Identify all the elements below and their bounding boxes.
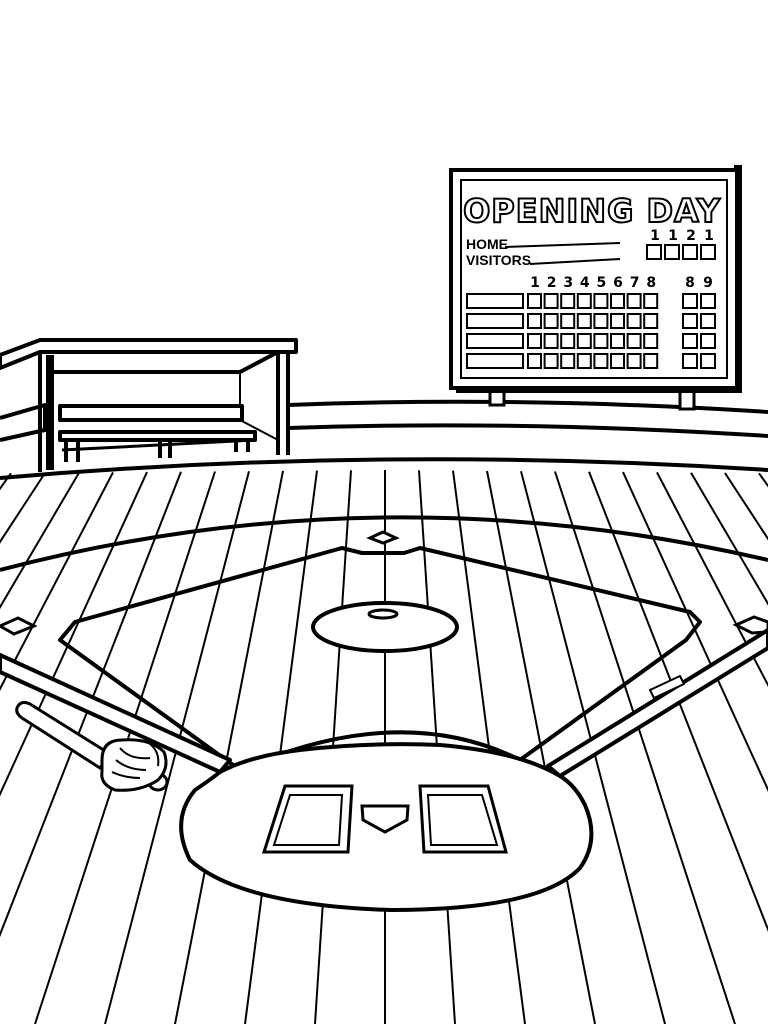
- pitchers-mound: [311, 601, 459, 653]
- inning-score-box: [560, 293, 576, 309]
- dugout: [0, 338, 298, 472]
- grass-stripe: [0, 471, 114, 691]
- inning-score-box: [643, 313, 659, 329]
- inning-score-box: [593, 353, 609, 369]
- totals-header-number: 1: [668, 228, 678, 244]
- scoreboard-title: OPENING DAY: [463, 192, 721, 230]
- grass-stripe: [554, 471, 736, 1024]
- inning-score-box: [593, 313, 609, 329]
- team-name-box: [466, 293, 524, 309]
- inning-score-box: [527, 333, 542, 349]
- inning-score-box: [560, 333, 576, 349]
- third-base: [0, 616, 38, 636]
- grass-stripe: [588, 471, 768, 933]
- grass-stripe: [244, 470, 318, 1024]
- inning-score-box: [626, 333, 642, 349]
- extra-score-box: [700, 353, 716, 369]
- inning-score-box: [576, 313, 592, 329]
- totals-header-number: 1: [650, 228, 660, 244]
- inning-score-box: [626, 313, 642, 329]
- inning-score-box: [527, 313, 542, 329]
- extra-score-box: [682, 353, 698, 369]
- inning-score-box: [610, 313, 625, 329]
- inning-score-box: [626, 293, 642, 309]
- inning-number: 1: [530, 275, 540, 291]
- inning-score-box: [560, 353, 576, 369]
- baseball-glove-icon: [100, 738, 168, 792]
- inning-score-box: [576, 333, 592, 349]
- outfield-wall: [0, 399, 768, 480]
- home-label: HOME: [466, 236, 508, 252]
- extra-inning-number: 8: [685, 275, 695, 291]
- extra-score-box: [700, 313, 716, 329]
- grass-stripe: [622, 471, 768, 793]
- inning-score-box: [610, 333, 625, 349]
- grass-stripe: [690, 472, 768, 606]
- inning-number: 4: [580, 275, 590, 291]
- grass-stripe: [758, 472, 768, 488]
- inning-score-box: [610, 353, 625, 369]
- dugout-bench: [58, 404, 257, 462]
- home-plate-icon: [360, 804, 410, 834]
- inning-score-box: [593, 333, 609, 349]
- grass-stripe: [486, 470, 596, 1024]
- inning-score-box: [643, 353, 659, 369]
- inning-number: 2: [547, 275, 557, 291]
- inning-score-box: [626, 353, 642, 369]
- team-name-box: [466, 353, 524, 369]
- inning-score-box: [610, 293, 625, 309]
- second-base: [366, 530, 400, 545]
- grass-stripe: [174, 470, 284, 1024]
- extra-inning-number: 9: [703, 275, 713, 291]
- team-name-box: [466, 313, 524, 329]
- inning-score-box: [560, 313, 576, 329]
- grass-stripe: [0, 472, 46, 544]
- inning-number: 3: [563, 275, 573, 291]
- inning-score-box: [576, 353, 592, 369]
- extra-score-box: [700, 333, 716, 349]
- grass-stripe: [0, 471, 148, 797]
- totals-box: [646, 244, 662, 260]
- score-grid: [466, 293, 716, 369]
- grass-stripe: [656, 471, 768, 688]
- inning-score-box: [543, 313, 559, 329]
- inning-number: 8: [646, 275, 656, 291]
- totals-box: [664, 244, 680, 260]
- totals-box: [682, 244, 698, 260]
- extra-score-box: [700, 293, 716, 309]
- totals-box: [700, 244, 716, 260]
- extra-score-box: [682, 293, 698, 309]
- extra-score-box: [682, 333, 698, 349]
- inning-number: 6: [613, 275, 623, 291]
- inning-score-box: [576, 293, 592, 309]
- extra-score-box: [682, 313, 698, 329]
- totals-boxes: [646, 244, 716, 260]
- team-name-box: [466, 333, 524, 349]
- batters-boxes: [261, 784, 508, 854]
- inning-number: 5: [597, 275, 607, 291]
- totals-header-number: 2: [686, 228, 696, 244]
- inning-score-box: [543, 353, 559, 369]
- inning-score-box: [643, 293, 659, 309]
- inning-number: 7: [630, 275, 640, 291]
- inning-score-box: [527, 293, 542, 309]
- visitors-label: VISITORS: [466, 252, 531, 268]
- inning-score-box: [543, 293, 559, 309]
- inning-score-box: [643, 333, 659, 349]
- infield-edge: [0, 515, 768, 572]
- inning-score-box: [543, 333, 559, 349]
- first-base: [732, 615, 768, 635]
- totals-header-number: 1: [704, 228, 714, 244]
- grass-stripe: [0, 472, 12, 491]
- inning-score-box: [593, 293, 609, 309]
- inning-score-box: [527, 353, 542, 369]
